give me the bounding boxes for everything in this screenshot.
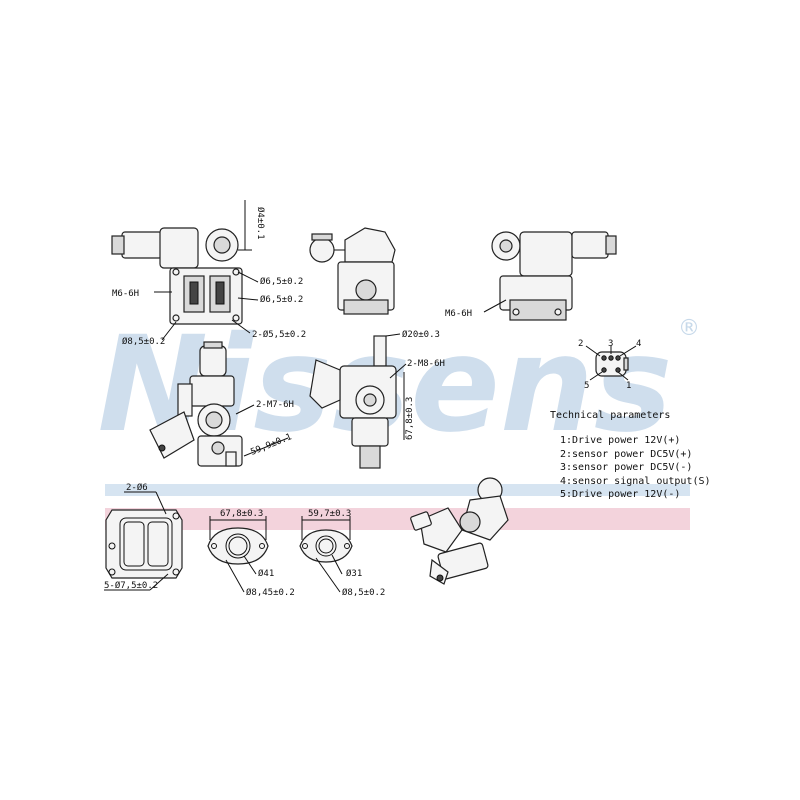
label-m8: 2-M8-6H <box>407 359 445 369</box>
dim-gasket-d31: Ø31 <box>346 568 362 579</box>
pin-5: 5 <box>584 381 589 391</box>
technical-item-3: 3:sensor power DC5V(-) <box>560 462 692 473</box>
dim-gasket-d41: Ø41 <box>258 568 274 579</box>
view-actuator-left <box>149 341 243 467</box>
gasket-oval-small <box>299 529 353 563</box>
dim-gasket-59-7: 59,7±0.3 <box>308 509 351 519</box>
view-back-right <box>491 231 617 321</box>
dim-d20: Ø20±0.3 <box>402 329 440 340</box>
gasket-oval-large <box>207 527 269 565</box>
dim-d6-5-mid: Ø6,5±0.2 <box>260 294 303 305</box>
label-m6-left: M6-6H <box>112 289 139 299</box>
technical-item-1: 1:Drive power 12V(+) <box>560 435 680 446</box>
view-front-left <box>111 227 243 325</box>
view-side-center <box>309 227 396 315</box>
technical-item-5: 5:Drive power 12V(-) <box>560 489 680 500</box>
blue-band <box>105 484 690 496</box>
registered-mark: ® <box>678 316 700 341</box>
pin-4: 4 <box>636 339 641 349</box>
dim-gasket-d8-45: Ø8,45±0.2 <box>246 587 295 598</box>
label-m6-right: M6-6H <box>445 309 472 319</box>
dim-gasket-d8-5: Ø8,5±0.2 <box>342 587 385 598</box>
gasket-square <box>105 509 183 579</box>
pin-2: 2 <box>578 339 583 349</box>
pin-1: 1 <box>626 381 631 391</box>
pink-band <box>105 508 690 530</box>
dim-d8-5-left: Ø8,5±0.2 <box>122 336 165 347</box>
view-actuator-center <box>309 335 405 469</box>
dim-gasket-5-d7-5: 5-Ø7,5±0.2 <box>104 580 158 591</box>
technical-item-4: 4:sensor signal output(S) <box>560 476 711 487</box>
dim-d6-5-top: Ø6,5±0.2 <box>260 276 303 287</box>
view-isometric <box>410 477 509 585</box>
pin-3: 3 <box>608 339 613 349</box>
dim-gasket-67-8: 67,8±0.3 <box>220 509 263 519</box>
connector-pinout <box>585 345 637 381</box>
label-m7: 2-M7-6H <box>256 400 294 410</box>
dim-d4: Ø4±0.1 <box>255 207 266 240</box>
dim-m5-5: 2-Ø5,5±0.2 <box>252 329 306 340</box>
technical-title: Technical parameters <box>550 410 670 421</box>
dim-gasket-2-d6: 2-Ø6 <box>126 482 148 493</box>
dim-67-8-vertical: 67,8±0.3 <box>405 397 415 440</box>
technical-item-2: 2:sensor power DC5V(+) <box>560 449 692 460</box>
